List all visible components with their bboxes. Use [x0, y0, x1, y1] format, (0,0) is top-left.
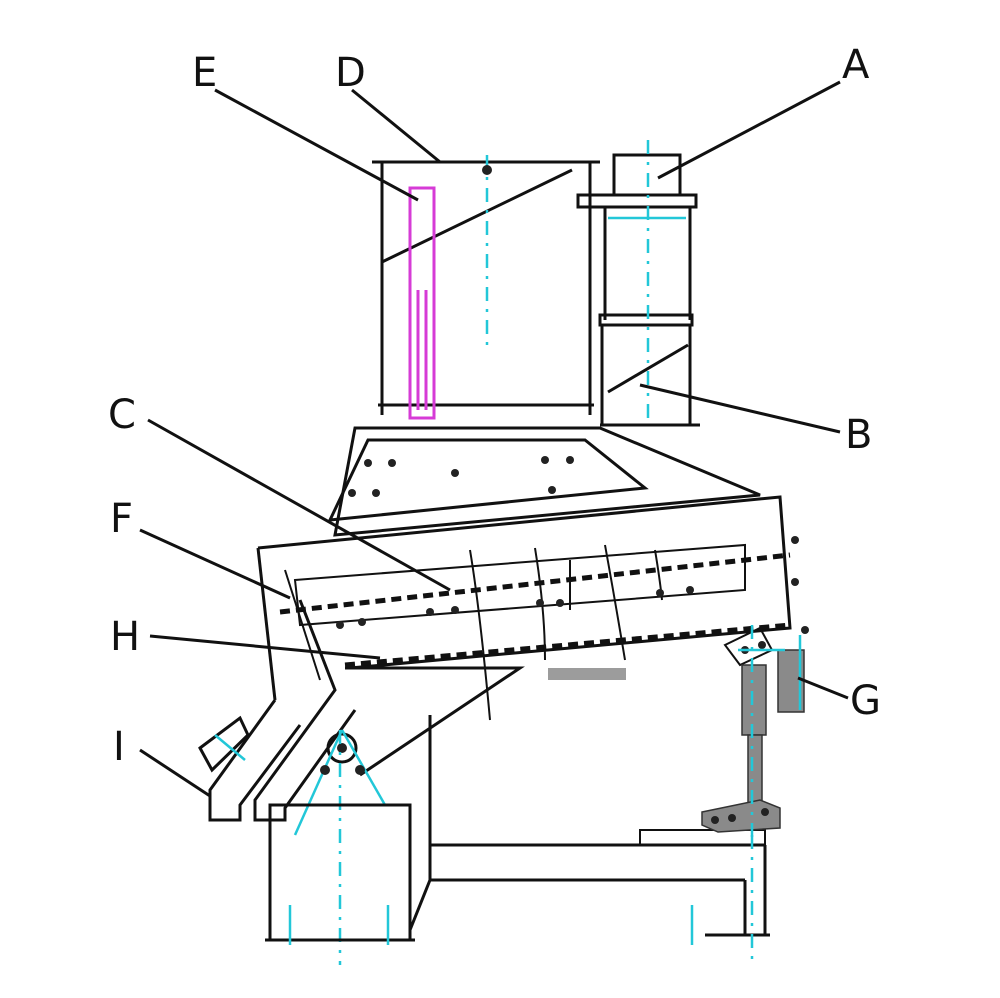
drive-linkage	[701, 625, 805, 845]
leader-G	[797, 676, 849, 700]
label-G: G	[850, 678, 881, 724]
leader-E	[214, 88, 419, 202]
label-B: B	[845, 412, 872, 458]
label-F: F	[110, 496, 133, 542]
sieve-box	[256, 495, 809, 777]
leader-I	[139, 748, 211, 798]
feed-hopper	[372, 155, 600, 420]
upper-housing-bolts	[348, 456, 574, 497]
leader-D	[351, 88, 441, 164]
upper-screen	[279, 552, 791, 615]
lower-screen	[344, 622, 791, 668]
label-H: H	[110, 614, 140, 660]
leader-lines	[139, 80, 849, 798]
air-column	[576, 140, 700, 427]
feed-gate-highlight	[408, 186, 436, 420]
label-C: C	[108, 392, 136, 438]
leader-B	[639, 383, 841, 434]
upper-housing	[327, 426, 761, 537]
pivot-bearing	[293, 729, 387, 965]
sieve-flow-arrows	[469, 544, 663, 721]
actuator-cylinder	[741, 664, 767, 736]
sieve-bolts	[336, 536, 809, 634]
label-A: A	[842, 42, 870, 88]
discharge-chutes	[198, 569, 357, 822]
label-D: D	[335, 50, 366, 96]
discharge-plate	[548, 668, 626, 680]
leader-F	[139, 528, 291, 600]
leader-C	[147, 418, 451, 592]
part-labels: A B C D E F G H I	[108, 42, 881, 770]
leader-A	[657, 80, 841, 180]
base-frame	[265, 715, 770, 960]
label-E: E	[192, 50, 217, 96]
leader-H	[149, 634, 381, 660]
label-I: I	[113, 724, 125, 770]
